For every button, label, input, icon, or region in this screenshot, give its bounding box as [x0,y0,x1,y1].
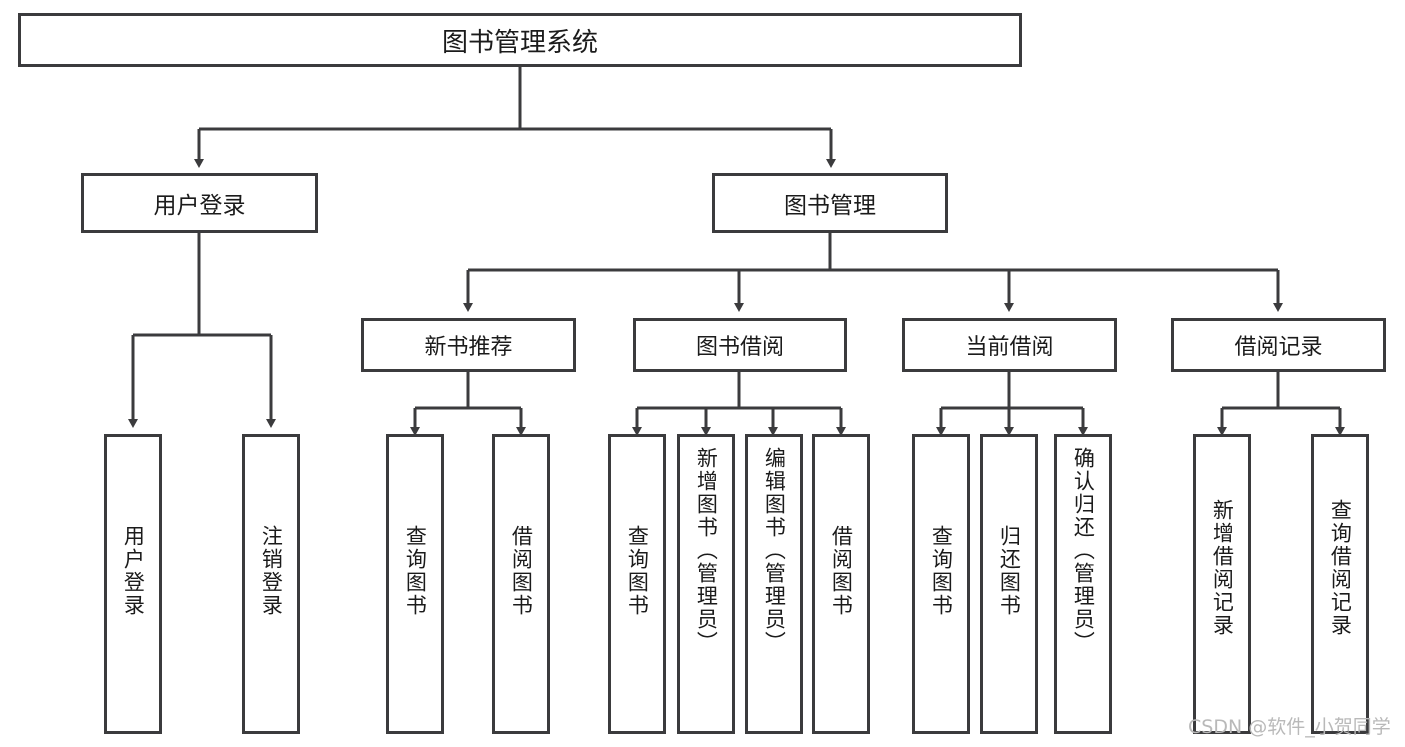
node-book-management[interactable]: 图书管理 [712,173,948,233]
node-label: 确认归还（管理员） [1071,447,1096,654]
leaf-borrow-add-book-admin[interactable]: 新增图书（管理员） [677,434,735,734]
node-borrow-records[interactable]: 借阅记录 [1171,318,1386,372]
node-label: 新增图书（管理员） [694,447,719,654]
node-label: 注销登录 [259,525,284,617]
node-book-borrow[interactable]: 图书借阅 [633,318,847,372]
leaf-borrow-edit-book-admin[interactable]: 编辑图书（管理员） [745,434,803,734]
node-label: 用户登录 [153,193,246,219]
node-label: 当前借阅 [965,335,1054,360]
leaf-records-query-record[interactable]: 查询借阅记录 [1311,434,1369,734]
leaf-borrow-query-book[interactable]: 查询图书 [608,434,666,734]
node-label: 借阅记录 [1234,335,1323,360]
leaf-current-confirm-return-admin[interactable]: 确认归还（管理员） [1054,434,1112,734]
leaf-current-query-book[interactable]: 查询图书 [912,434,970,734]
node-label: 查询图书 [929,525,954,617]
node-label: 新书推荐 [424,335,513,360]
leaf-recommend-query-book[interactable]: 查询图书 [386,434,444,734]
node-label: 用户登录 [121,525,146,617]
node-label: 图书借阅 [695,335,784,360]
node-new-book-recommend[interactable]: 新书推荐 [361,318,576,372]
watermark: CSDN @软件_小贺同学 [1188,716,1391,738]
node-label: 借阅图书 [829,525,854,617]
leaf-current-return-book[interactable]: 归还图书 [980,434,1038,734]
node-user-login[interactable]: 用户登录 [81,173,318,233]
leaf-user-login-logout[interactable]: 注销登录 [242,434,300,734]
node-label: 查询借阅记录 [1328,499,1353,637]
node-label: 编辑图书（管理员） [762,447,787,654]
leaf-user-login-login[interactable]: 用户登录 [104,434,162,734]
leaf-recommend-borrow-book[interactable]: 借阅图书 [492,434,550,734]
node-label: 查询图书 [625,525,650,617]
node-label: 归还图书 [997,525,1022,617]
leaf-records-add-record[interactable]: 新增借阅记录 [1193,434,1251,734]
node-label: 图书管理系统 [441,27,598,58]
node-label: 新增借阅记录 [1210,499,1235,637]
node-label: 借阅图书 [509,525,534,617]
leaf-borrow-borrow-book[interactable]: 借阅图书 [812,434,870,734]
node-label: 图书管理 [784,193,876,219]
node-label: 查询图书 [403,525,428,617]
node-current-borrow[interactable]: 当前借阅 [902,318,1117,372]
node-root-system[interactable]: 图书管理系统 [18,13,1022,67]
